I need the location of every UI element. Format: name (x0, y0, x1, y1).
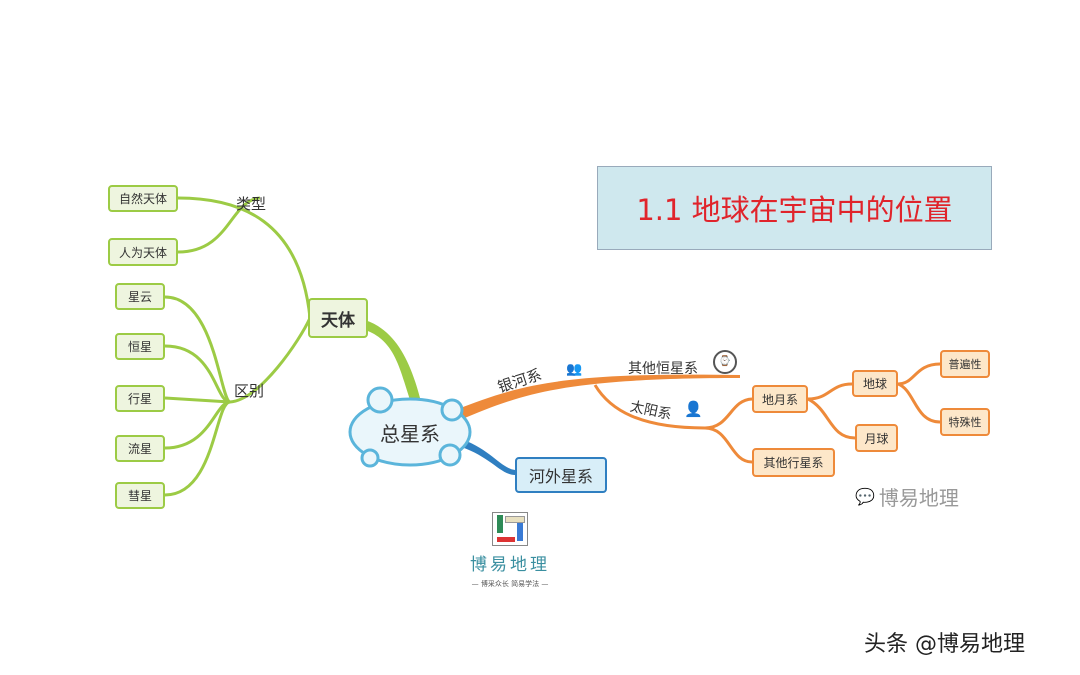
wechat-watermark: 💬 博易地理 (855, 482, 959, 511)
node-nebula: 星云 (115, 283, 165, 310)
person-icon: 👤 (684, 400, 703, 418)
node-earth: 地球 (852, 370, 898, 397)
node-comet: 彗星 (115, 482, 165, 509)
label-type: 类型 (236, 195, 267, 213)
node-natural-body: 自然天体 (108, 185, 178, 212)
cloud-shape (348, 386, 472, 468)
node-particularity: 特殊性 (940, 408, 990, 436)
node-celestial-body: 天体 (308, 298, 368, 338)
logo-slogan: — 博采众长 简易学法 — (471, 580, 549, 588)
node-artificial-body: 人为天体 (108, 238, 178, 266)
node-star: 恒星 (115, 333, 165, 360)
node-moon: 月球 (855, 424, 898, 452)
group-icon: 👥 (566, 362, 583, 377)
toutiao-watermark: 头条 @博易地理 (864, 632, 1025, 657)
node-extragalactic: 河外星系 (515, 457, 607, 493)
label-difference: 区别 (234, 382, 265, 400)
label-other-star-systems: 其他恒星系 (628, 361, 698, 377)
clock-icon: ⌚ (713, 350, 737, 374)
node-universality: 普遍性 (940, 350, 990, 378)
logo-name: 博易地理 (470, 555, 550, 575)
logo: 博易地理 — 博采众长 简易学法 — (455, 512, 565, 589)
logo-icon (492, 512, 528, 546)
node-root: 总星系 (380, 421, 440, 446)
wechat-icon: 💬 (855, 487, 875, 506)
node-earth-moon: 地月系 (752, 385, 808, 413)
node-planet: 行星 (115, 385, 165, 412)
node-other-planet-systems: 其他行星系 (752, 448, 835, 477)
wechat-watermark-text: 博易地理 (878, 486, 959, 510)
node-meteor: 流星 (115, 435, 165, 462)
page-title: 1.1 地球在宇宙中的位置 (597, 166, 992, 250)
